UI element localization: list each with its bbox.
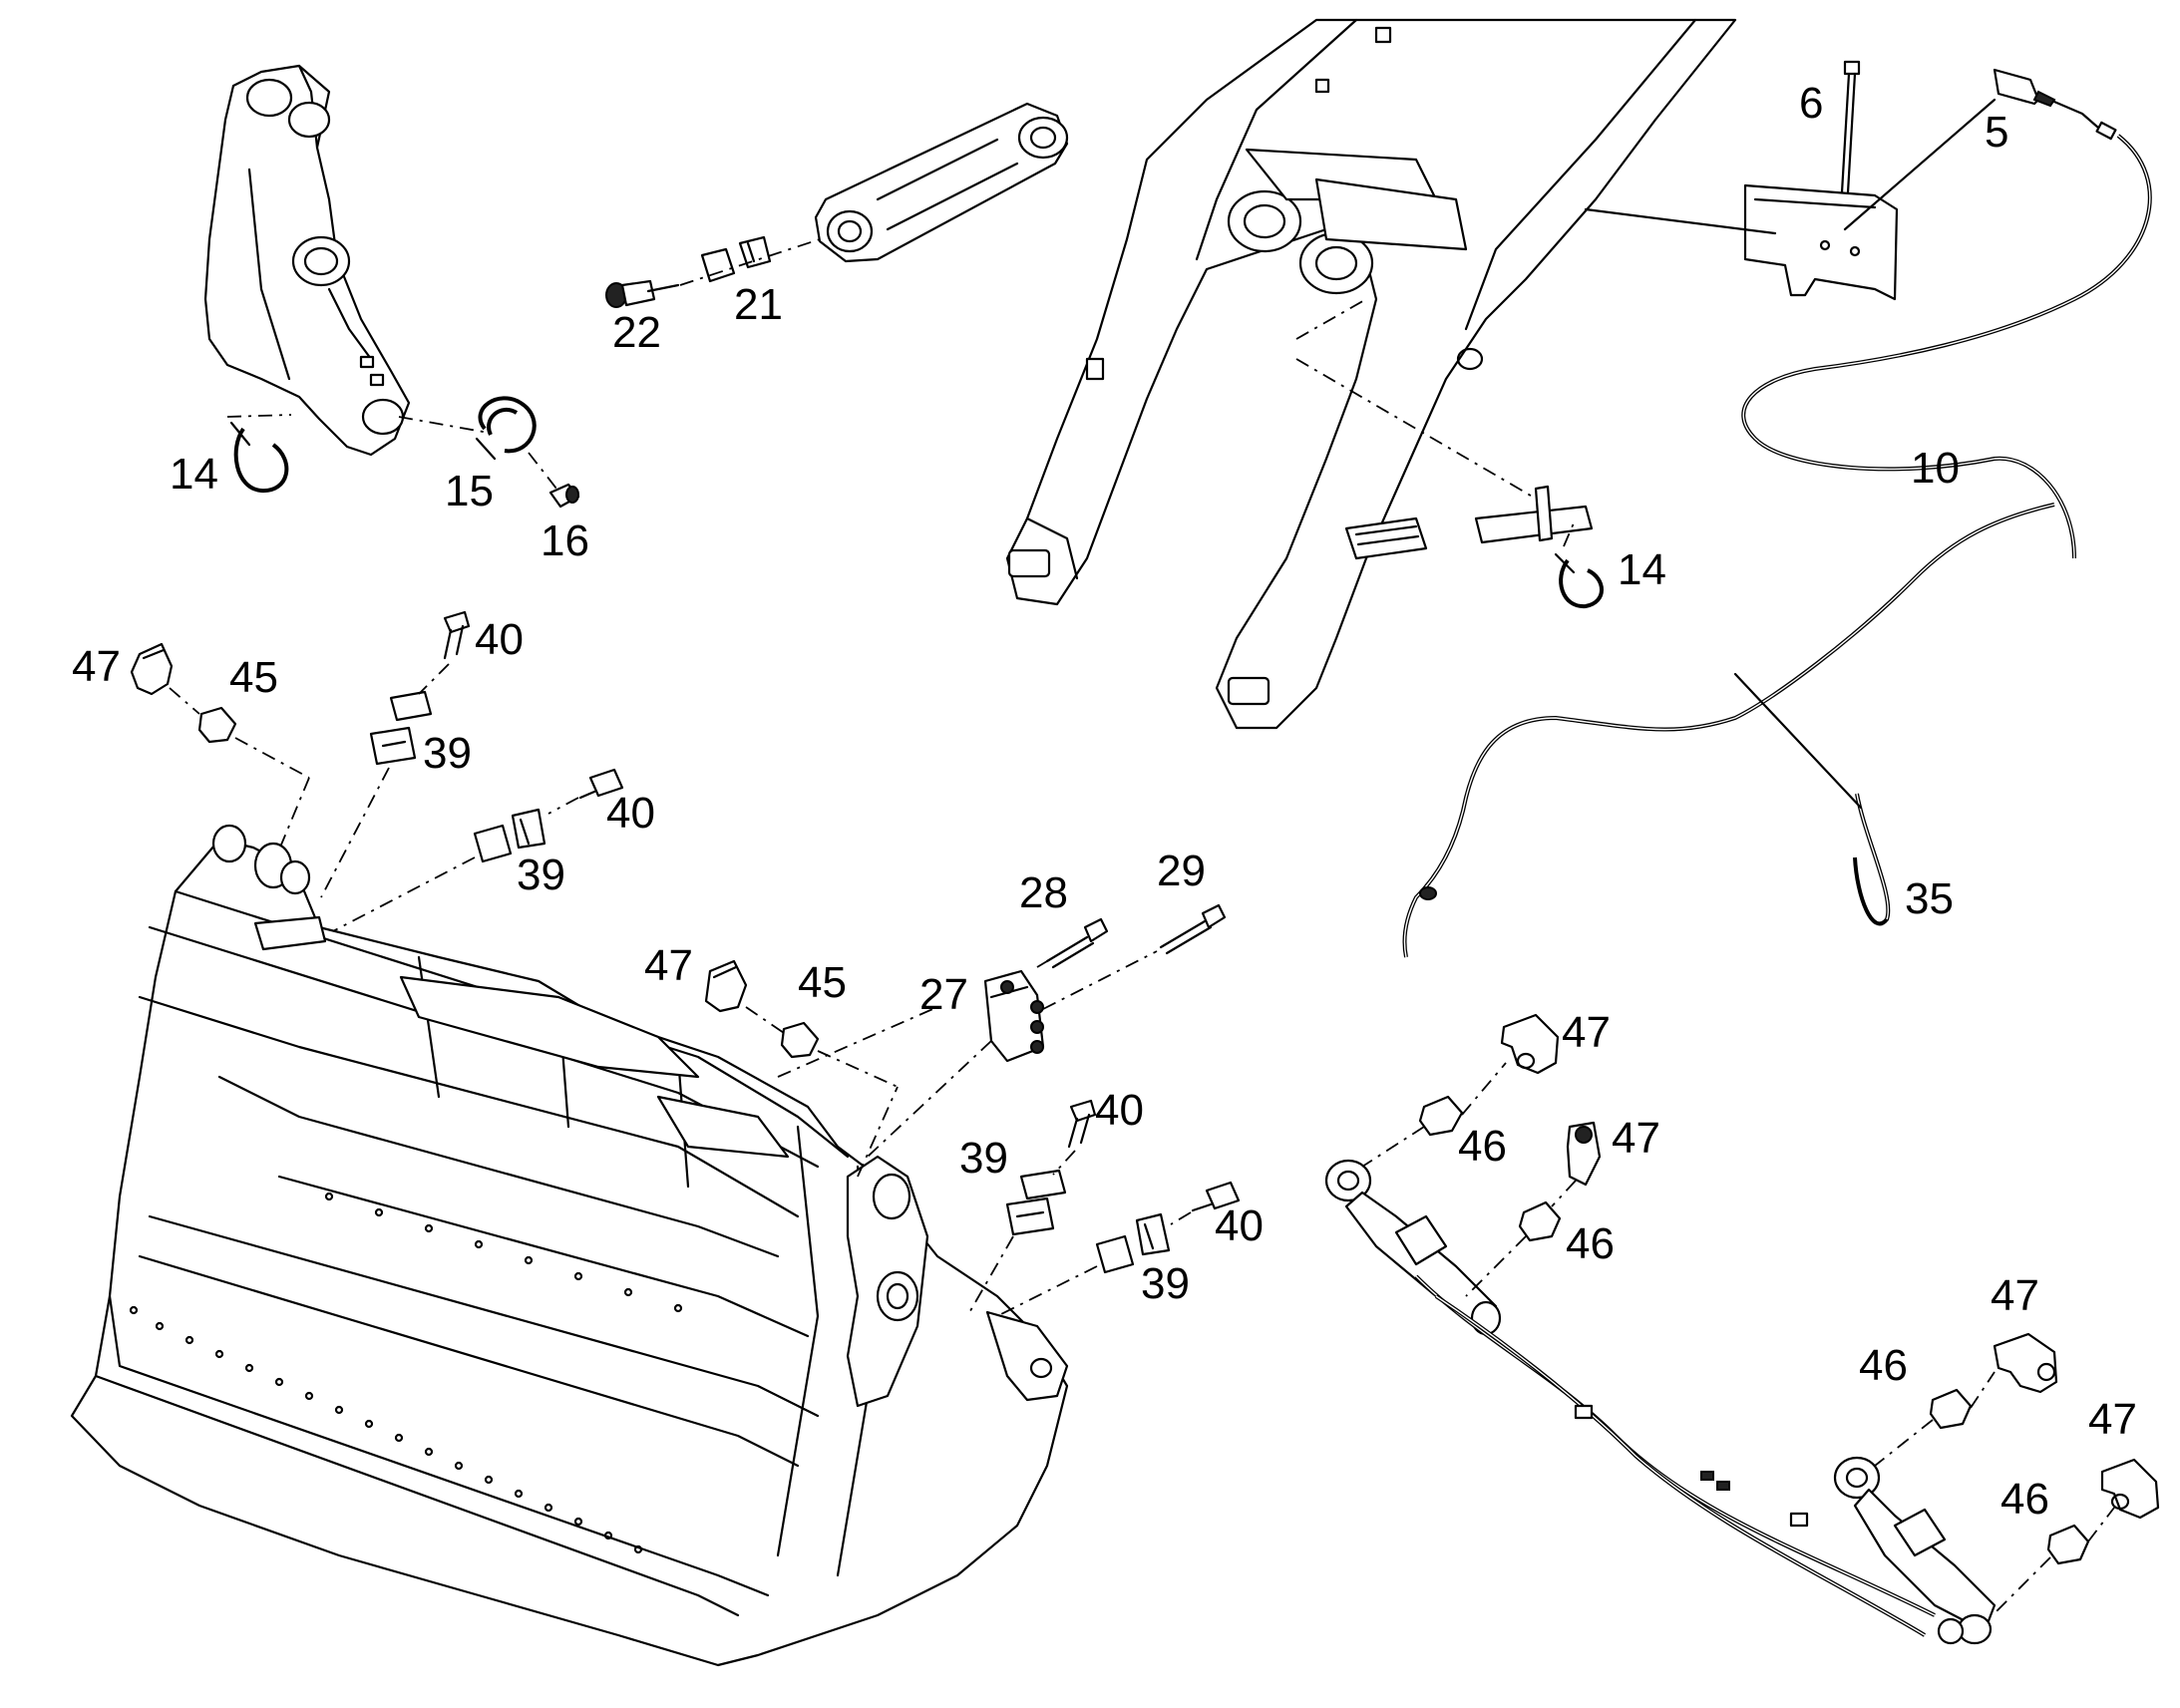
callout-45-a: 45	[229, 653, 278, 702]
adapter-46-b	[1518, 1200, 1562, 1242]
clamp-14-right	[1554, 552, 1604, 609]
tilt-cylinder-left	[1324, 1159, 1502, 1336]
bucket	[70, 824, 1069, 1667]
callout-29: 29	[1157, 847, 1206, 895]
callout-46-d: 46	[2000, 1475, 2049, 1524]
pivot-link	[814, 102, 1069, 263]
elbow-fitting-47-center	[704, 959, 748, 1013]
bolt-40-top	[443, 610, 471, 660]
clip-21	[700, 235, 772, 283]
valve-block-27	[983, 969, 1045, 1063]
lift-arm-bracket	[203, 64, 411, 457]
callout-16: 16	[541, 516, 589, 565]
callout-39-c: 39	[959, 1134, 1008, 1183]
elbow-47-a	[1500, 1013, 1560, 1075]
cable-10	[1402, 134, 2152, 958]
nut-45-center	[780, 1021, 820, 1059]
tilt-cylinder-right	[1833, 1456, 1997, 1645]
nut-45-left	[197, 706, 237, 744]
callout-46-b: 46	[1566, 1219, 1615, 1268]
callout-47-e: 47	[1991, 1271, 2039, 1320]
callout-14-right: 14	[1618, 545, 1666, 594]
callout-47-b: 47	[644, 941, 693, 990]
bolt-28	[1045, 917, 1109, 969]
callout-47-c: 47	[1562, 1008, 1611, 1057]
callout-6: 6	[1799, 79, 1823, 128]
callout-47-a: 47	[72, 642, 121, 691]
clip-39-top	[369, 690, 433, 766]
callout-5: 5	[1985, 108, 2008, 157]
callout-45-b: 45	[798, 958, 847, 1007]
bolt-16	[548, 483, 580, 509]
callout-15: 15	[445, 467, 494, 515]
adapter-46-a	[1418, 1095, 1464, 1137]
clamp-15	[475, 396, 537, 461]
callout-21: 21	[734, 280, 783, 329]
cable-tie-35	[1853, 793, 1891, 926]
bolt-40-mid	[578, 768, 624, 800]
callout-47-f: 47	[2088, 1395, 2137, 1444]
mount-plate	[1474, 485, 1594, 544]
callout-39-b: 39	[517, 851, 565, 899]
callout-35: 35	[1905, 874, 1954, 923]
bolt-6	[1839, 60, 1861, 211]
elbow-47-b	[1566, 1121, 1602, 1187]
callout-46-a: 46	[1458, 1122, 1507, 1171]
callout-46-c: 46	[1859, 1341, 1908, 1390]
callout-40-d: 40	[1215, 1201, 1264, 1250]
callout-27: 27	[919, 970, 968, 1019]
callout-14-left: 14	[170, 450, 218, 499]
sensor-5	[1993, 68, 2117, 141]
callout-40-a: 40	[475, 615, 524, 664]
bolt-40-lower	[1067, 1099, 1097, 1149]
clip-39-lower	[1005, 1169, 1067, 1236]
hydraulic-hoses	[1414, 1274, 1936, 1637]
clip-39-lower-right	[1095, 1212, 1171, 1274]
adapter-46-c	[1929, 1388, 1973, 1430]
elbow-47-d	[2100, 1458, 2160, 1520]
adapter-46-d	[2046, 1524, 2090, 1565]
callout-28: 28	[1019, 868, 1068, 917]
loader-frame	[1005, 18, 1737, 730]
callout-10: 10	[1911, 444, 1960, 493]
clamp-14-left	[229, 421, 289, 494]
callout-40-b: 40	[606, 789, 655, 838]
callout-47-d: 47	[1612, 1114, 1660, 1163]
callout-39-d: 39	[1141, 1259, 1190, 1308]
bolt-22	[605, 279, 680, 308]
elbow-fitting-47-left	[130, 642, 174, 696]
bolt-40-lower-right	[1191, 1181, 1241, 1212]
callout-40-c: 40	[1095, 1086, 1144, 1135]
clip-39-mid	[473, 808, 546, 863]
elbow-47-c	[1993, 1332, 2058, 1394]
bolt-29	[1159, 903, 1227, 955]
callout-22: 22	[612, 308, 661, 357]
callout-39-a: 39	[423, 729, 472, 778]
bucket-holes	[129, 1192, 683, 1554]
sensor-bracket	[1743, 183, 1899, 301]
callout-labels: 5 6 10 14 14 15 16 21 22 27 28 29 35 39 …	[72, 79, 2137, 1524]
